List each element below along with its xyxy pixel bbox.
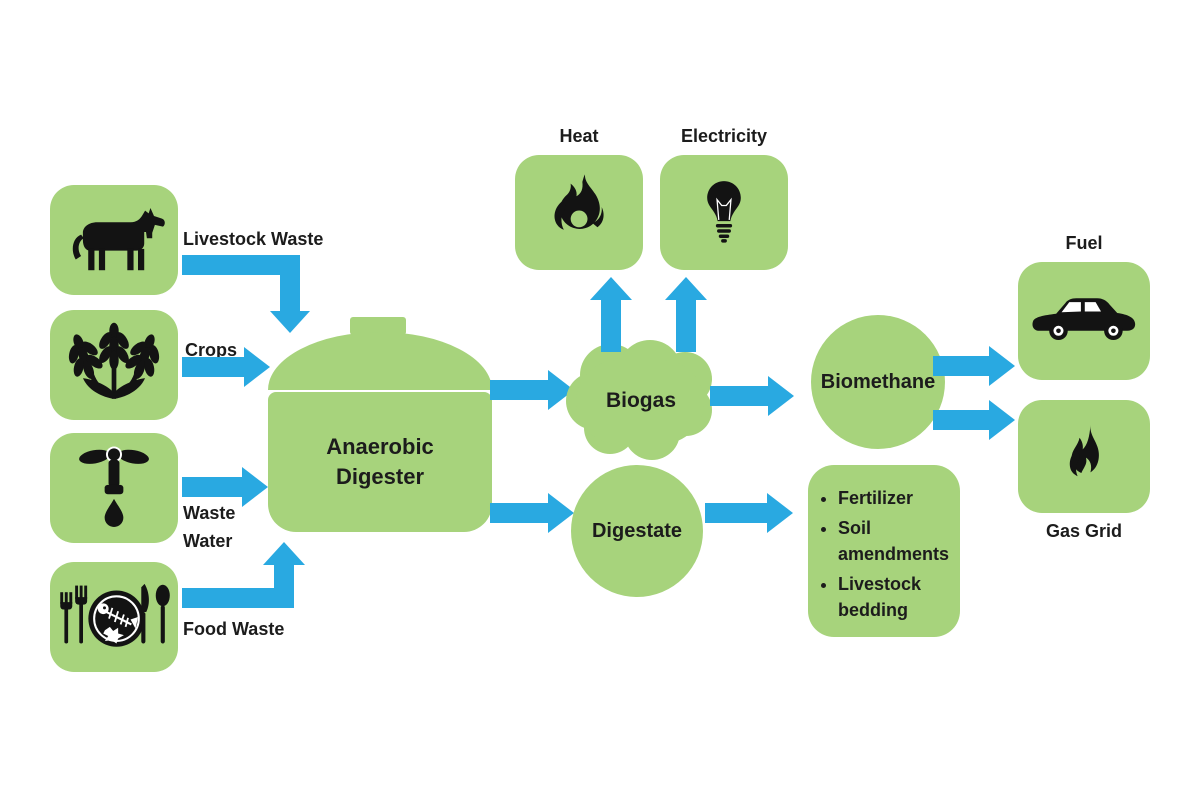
digester-body: Anaerobic Digester	[268, 392, 492, 532]
gas-grid-label: Gas Grid	[1045, 521, 1123, 541]
crops-label: Crops	[185, 340, 238, 360]
electricity-label: Electricity	[680, 126, 768, 146]
biogas-label: Biogas	[605, 389, 676, 412]
heat-node	[515, 155, 643, 270]
cow-icon	[72, 208, 165, 271]
waste-water-node	[50, 433, 178, 543]
biomethane-node: Biomethane	[811, 315, 945, 449]
heat-label: Heat	[559, 126, 599, 146]
food-waste-node	[50, 562, 178, 672]
digestate-uses-list: Fertilizer Soil amendments Livestock bed…	[820, 485, 952, 623]
gas-flame-icon	[1069, 424, 1099, 476]
flame-icon	[554, 173, 604, 230]
digester-lid-knob	[350, 317, 406, 335]
fuel-node	[1018, 262, 1150, 380]
livestock-waste-node	[50, 185, 178, 295]
waste-water-label: Waste Water	[183, 503, 236, 551]
biomethane-label: Biomethane	[820, 370, 936, 393]
digestate-use-item: Soil amendments	[838, 515, 952, 567]
digestate-label: Digestate	[591, 519, 683, 542]
wheat-icon	[67, 322, 161, 400]
food-waste-label: Food Waste	[183, 619, 285, 639]
water-tap-icon	[79, 446, 149, 527]
digestate-uses-node: Fertilizer Soil amendments Livestock bed…	[808, 465, 960, 637]
digester-label: Anaerobic Digester	[326, 434, 434, 489]
crops-node	[50, 310, 178, 420]
biogas-node: Biogas	[566, 340, 716, 462]
livestock-waste-label: Livestock Waste	[183, 229, 324, 249]
gas-grid-node	[1018, 400, 1150, 513]
car-icon	[1032, 297, 1136, 340]
lightbulb-icon	[707, 180, 741, 243]
digestate-use-item: Fertilizer	[838, 485, 952, 511]
digestate-node: Digestate	[571, 465, 703, 597]
food-plate-icon	[60, 583, 170, 647]
fuel-label: Fuel	[1065, 233, 1103, 253]
digester-dome	[268, 332, 492, 390]
digestate-use-item: Livestock bedding	[838, 571, 952, 623]
electricity-node	[660, 155, 788, 270]
